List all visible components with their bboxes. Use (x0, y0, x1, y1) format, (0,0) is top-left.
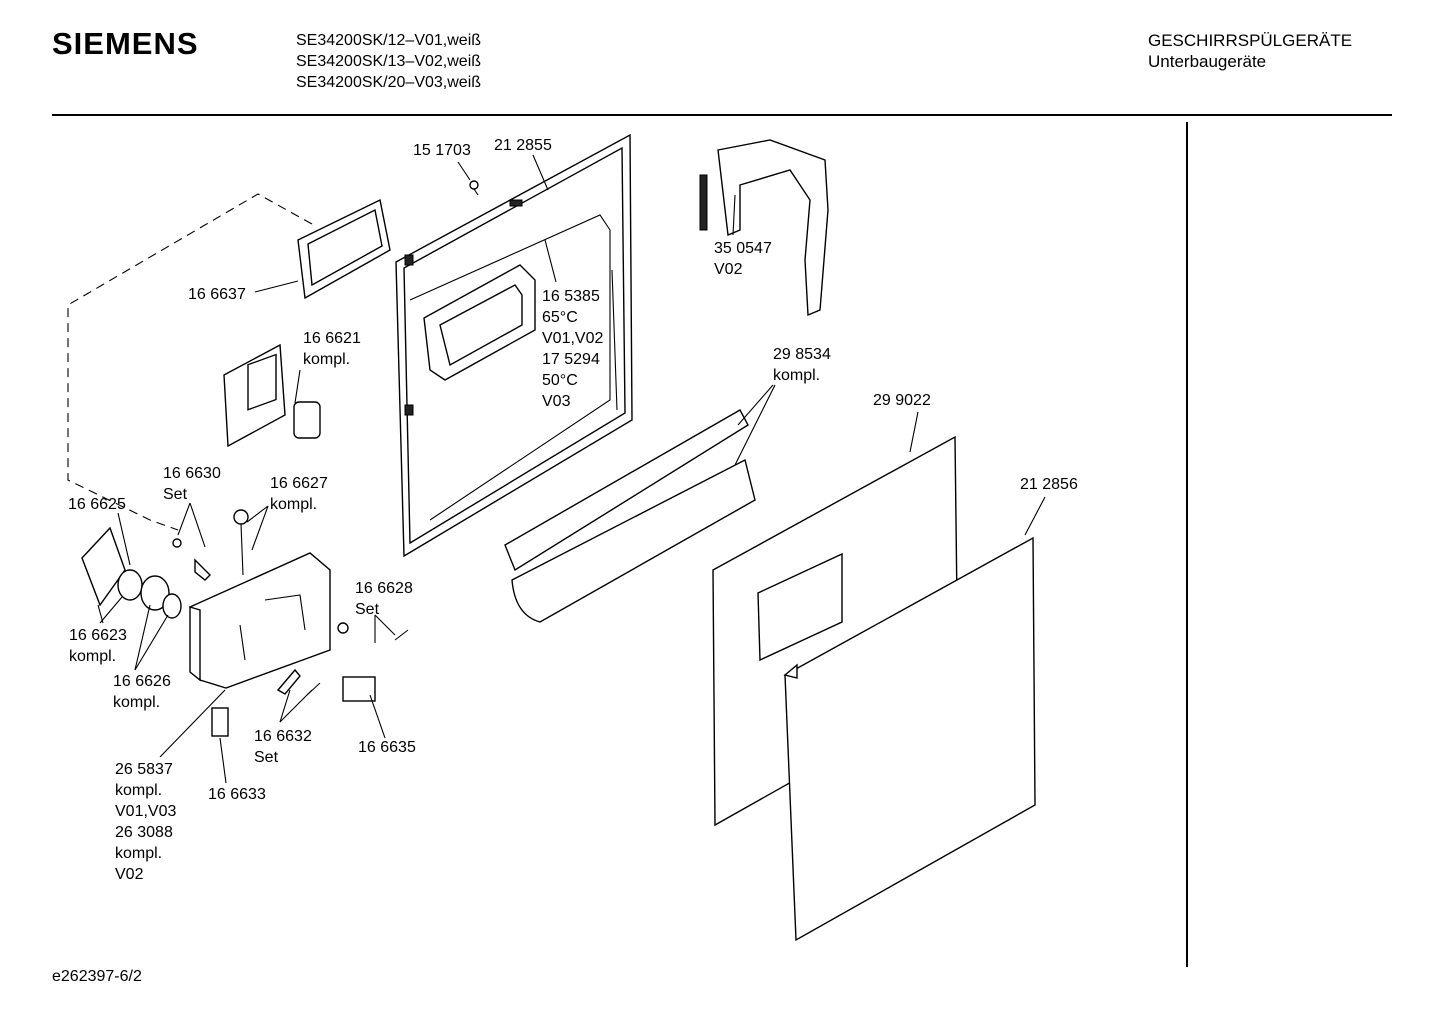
part-label-line: 26 5837 (115, 761, 173, 778)
leader-lines (97, 154, 1046, 784)
control-housing (189, 552, 331, 689)
part-label-line: 16 5385 (542, 288, 600, 305)
part-label-line: 29 9022 (873, 392, 931, 409)
part-label-line: 16 6626 (113, 673, 171, 690)
part-label-p166633: 16 6633 (208, 786, 266, 803)
category-title: GESCHIRRSPÜLGERÄTE (1148, 31, 1353, 50)
part-label-line: V01,V03 (115, 803, 176, 820)
part-label-line: 15 1703 (413, 142, 471, 159)
part-label-line: V02 (115, 866, 144, 883)
part-label-line: Set (254, 749, 279, 766)
inner-door-panel (395, 133, 633, 558)
part-label-line: 21 2855 (494, 137, 552, 154)
category-block: GESCHIRRSPÜLGERÄTE Unterbaugeräte (1148, 30, 1352, 72)
part-label-line: 16 6628 (355, 580, 413, 597)
part-label-p166635: 16 6635 (358, 739, 416, 756)
part-label-line: V02 (714, 261, 743, 278)
screw (469, 180, 479, 196)
part-label-line: 16 6637 (188, 286, 246, 303)
part-label-line: kompl. (270, 496, 317, 513)
model-line: SE34200SK/12–V01,weiß (296, 32, 482, 49)
header-rule (52, 114, 1392, 116)
part-label-line: kompl. (115, 845, 162, 862)
margin-rule (1186, 122, 1188, 967)
part-label-line: 16 6633 (208, 786, 266, 803)
part-label-line: 35 0547 (714, 240, 772, 257)
part-label-p265837: 26 5837 kompl. V01,V03 26 3088 kompl. V02 (115, 761, 176, 883)
part-label-p298534: 29 8534 kompl. (773, 346, 831, 384)
door-rail (504, 409, 756, 623)
part-label-p299022: 29 9022 (873, 392, 931, 409)
part-label-line: 16 6627 (270, 475, 328, 492)
part-label-line: kompl. (303, 351, 350, 368)
part-label-p151703: 15 1703 (413, 142, 471, 159)
outer-door (783, 536, 1036, 942)
part-label-line: 26 3088 (115, 824, 173, 841)
brand-logo: SIEMENS (52, 26, 199, 61)
part-label-p166637: 16 6637 (188, 286, 246, 303)
part-label-line: Set (163, 486, 188, 503)
part-label-p166625: 16 6625 (68, 496, 126, 513)
part-label-line: 21 2856 (1020, 476, 1078, 493)
part-label-line: kompl. (773, 367, 820, 384)
category-subtitle: Unterbaugeräte (1148, 52, 1267, 71)
part-label-line: 17 5294 (542, 351, 600, 368)
detergent-flap (223, 343, 321, 448)
part-label-line: 16 6621 (303, 330, 361, 347)
part-label-p165385: 16 5385 65°C V01,V02 17 5294 50°C V03 (542, 288, 603, 410)
part-label-line: V03 (542, 393, 571, 410)
part-label-line: Set (355, 601, 380, 618)
part-label-p212856: 21 2856 (1020, 476, 1078, 493)
part-label-line: 50°C (542, 372, 578, 389)
part-label-line: 16 6623 (69, 627, 127, 644)
handle-bracket (699, 139, 829, 317)
part-label-line: kompl. (115, 782, 162, 799)
part-label-line: 65°C (542, 309, 578, 326)
assembly-dashed-line (67, 193, 313, 531)
part-label-line: kompl. (69, 648, 116, 665)
part-label-line: V01,V02 (542, 330, 603, 347)
part-label-p166627: 16 6627 kompl. (270, 475, 328, 513)
model-line: SE34200SK/13–V02,weiß (296, 53, 482, 70)
part-label-line: 16 6632 (254, 728, 312, 745)
part-label-line: 16 6635 (358, 739, 416, 756)
part-label-line: kompl. (113, 694, 160, 711)
part-label-p166623: 16 6623 kompl. (69, 627, 127, 665)
part-label-p166621: 16 6621 kompl. (303, 330, 361, 368)
part-label-p166626: 16 6626 kompl. (113, 673, 171, 711)
dispenser-parts (81, 509, 249, 619)
drawing-id: e262397-6/2 (52, 968, 142, 985)
part-label-p212855: 21 2855 (494, 137, 552, 154)
part-label-line: 16 6630 (163, 465, 221, 482)
model-list: SE34200SK/12–V01,weiß SE34200SK/13–V02,w… (296, 30, 481, 93)
model-line: SE34200SK/20–V03,weiß (296, 74, 482, 91)
small-parts (211, 622, 409, 737)
seal-frame (297, 198, 391, 300)
part-label-line: 16 6625 (68, 496, 126, 513)
part-label-line: 29 8534 (773, 346, 831, 363)
